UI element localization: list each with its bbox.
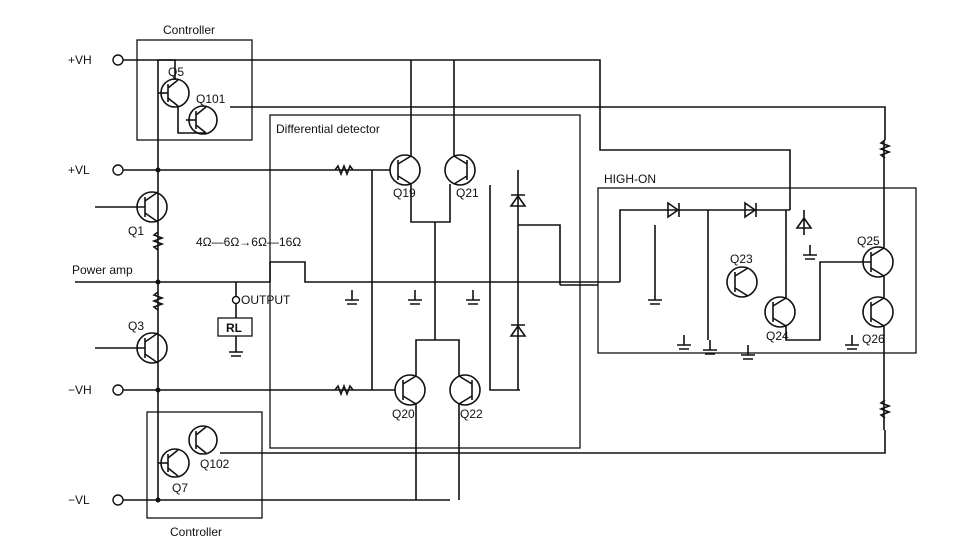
q22-label: Q22 — [460, 407, 483, 421]
high-on-diode-2 — [744, 201, 757, 219]
ground-symbol — [803, 245, 817, 260]
detector-diode-upper — [509, 194, 527, 207]
q5-collector-lead — [158, 59, 176, 80]
pos-vl-label: +VL — [68, 163, 90, 177]
differential-detector-label: Differential detector — [276, 122, 380, 136]
ground-symbol — [648, 290, 662, 305]
detector-diode-lower — [509, 324, 527, 337]
q23-label: Q23 — [730, 252, 753, 266]
junction-dot — [155, 167, 161, 173]
load-rl-box — [217, 317, 253, 337]
controller-top-box — [136, 39, 253, 141]
q20-transistor — [394, 374, 426, 406]
spine-resistor-2 — [151, 291, 165, 311]
q7-transistor — [158, 448, 190, 478]
q1-transistor — [95, 191, 168, 223]
detector-center-bus — [415, 222, 460, 376]
q5-transistor — [158, 78, 190, 108]
q21-transistor — [444, 154, 476, 186]
junction-dot — [155, 497, 161, 503]
impedance-selector-label: 4Ω—6Ω→6Ω—16Ω — [196, 235, 301, 249]
pos-vh-label: +VH — [68, 53, 92, 67]
q23-transistor — [726, 266, 758, 298]
output-label: OUTPUT — [241, 293, 291, 307]
q26-transistor — [862, 296, 894, 328]
power-amp-label: Power amp — [72, 263, 133, 277]
q102-to-hi-link — [220, 430, 886, 454]
rl-ground-lead — [229, 336, 243, 357]
controller-bottom-box — [146, 411, 263, 519]
q101-label: Q101 — [196, 92, 226, 106]
q19-transistor — [389, 154, 421, 186]
q25-label: Q25 — [857, 234, 880, 248]
q21-label: Q21 — [456, 186, 479, 200]
ground-symbol — [845, 335, 859, 350]
q101-transistor — [186, 105, 218, 135]
q7-label: Q7 — [172, 481, 188, 495]
pos-vh-rail — [123, 59, 791, 210]
q24-label: Q24 — [766, 329, 789, 343]
q3-transistor — [95, 332, 168, 364]
q101-to-hi-link — [230, 106, 886, 140]
controller-top-label: Controller — [163, 23, 215, 37]
q5-label: Q5 — [168, 65, 184, 79]
high-on-resistor-chain — [654, 210, 709, 340]
q22-transistor — [449, 374, 481, 406]
detector-right-bias — [489, 185, 520, 391]
neg-vh-label: −VH — [68, 383, 92, 397]
high-on-box — [597, 187, 917, 354]
high-on-bottom-resistor — [878, 399, 892, 419]
q24-transistor — [764, 296, 796, 328]
q19-label: Q19 — [393, 186, 416, 200]
pos-vl-terminal — [112, 164, 124, 176]
ground-symbol — [345, 290, 359, 305]
ground-symbol — [466, 290, 480, 305]
ground-symbol — [703, 340, 717, 355]
detector-emitter-tie-top — [410, 184, 451, 223]
high-on-diode-1 — [667, 201, 680, 219]
neg-vl-terminal — [112, 494, 124, 506]
q102-transistor — [188, 425, 218, 455]
diff-lower-resistor — [334, 383, 354, 397]
ground-symbol — [677, 335, 691, 350]
high-on-zener — [795, 210, 813, 235]
ground-symbol — [408, 290, 422, 305]
detector-collector-up — [410, 60, 455, 156]
high-on-top-resistor — [878, 139, 892, 159]
q5-emitter-lead — [177, 106, 206, 134]
detector-collector-down — [415, 404, 460, 500]
junction-dot — [155, 387, 161, 393]
high-on-input — [619, 209, 790, 282]
high-on-q24-to-q26 — [785, 210, 871, 341]
load-rl-label: RL — [226, 321, 242, 335]
controller-bottom-label: Controller — [170, 525, 222, 539]
neg-vl-label: −VL — [68, 493, 90, 507]
q102-label: Q102 — [200, 457, 230, 471]
q20-label: Q20 — [392, 407, 415, 421]
spine-resistor-1 — [151, 231, 165, 251]
ground-symbol — [741, 345, 755, 360]
q1-label: Q1 — [128, 224, 144, 238]
high-on-label: HIGH-ON — [604, 172, 656, 186]
pos-vh-terminal — [112, 54, 124, 66]
diff-upper-resistor — [334, 163, 354, 177]
neg-vh-terminal — [112, 384, 124, 396]
q3-label: Q3 — [128, 319, 144, 333]
detector-filter — [518, 224, 561, 285]
output-bus — [75, 261, 620, 283]
output-terminal — [231, 295, 241, 305]
q26-label: Q26 — [862, 332, 885, 346]
